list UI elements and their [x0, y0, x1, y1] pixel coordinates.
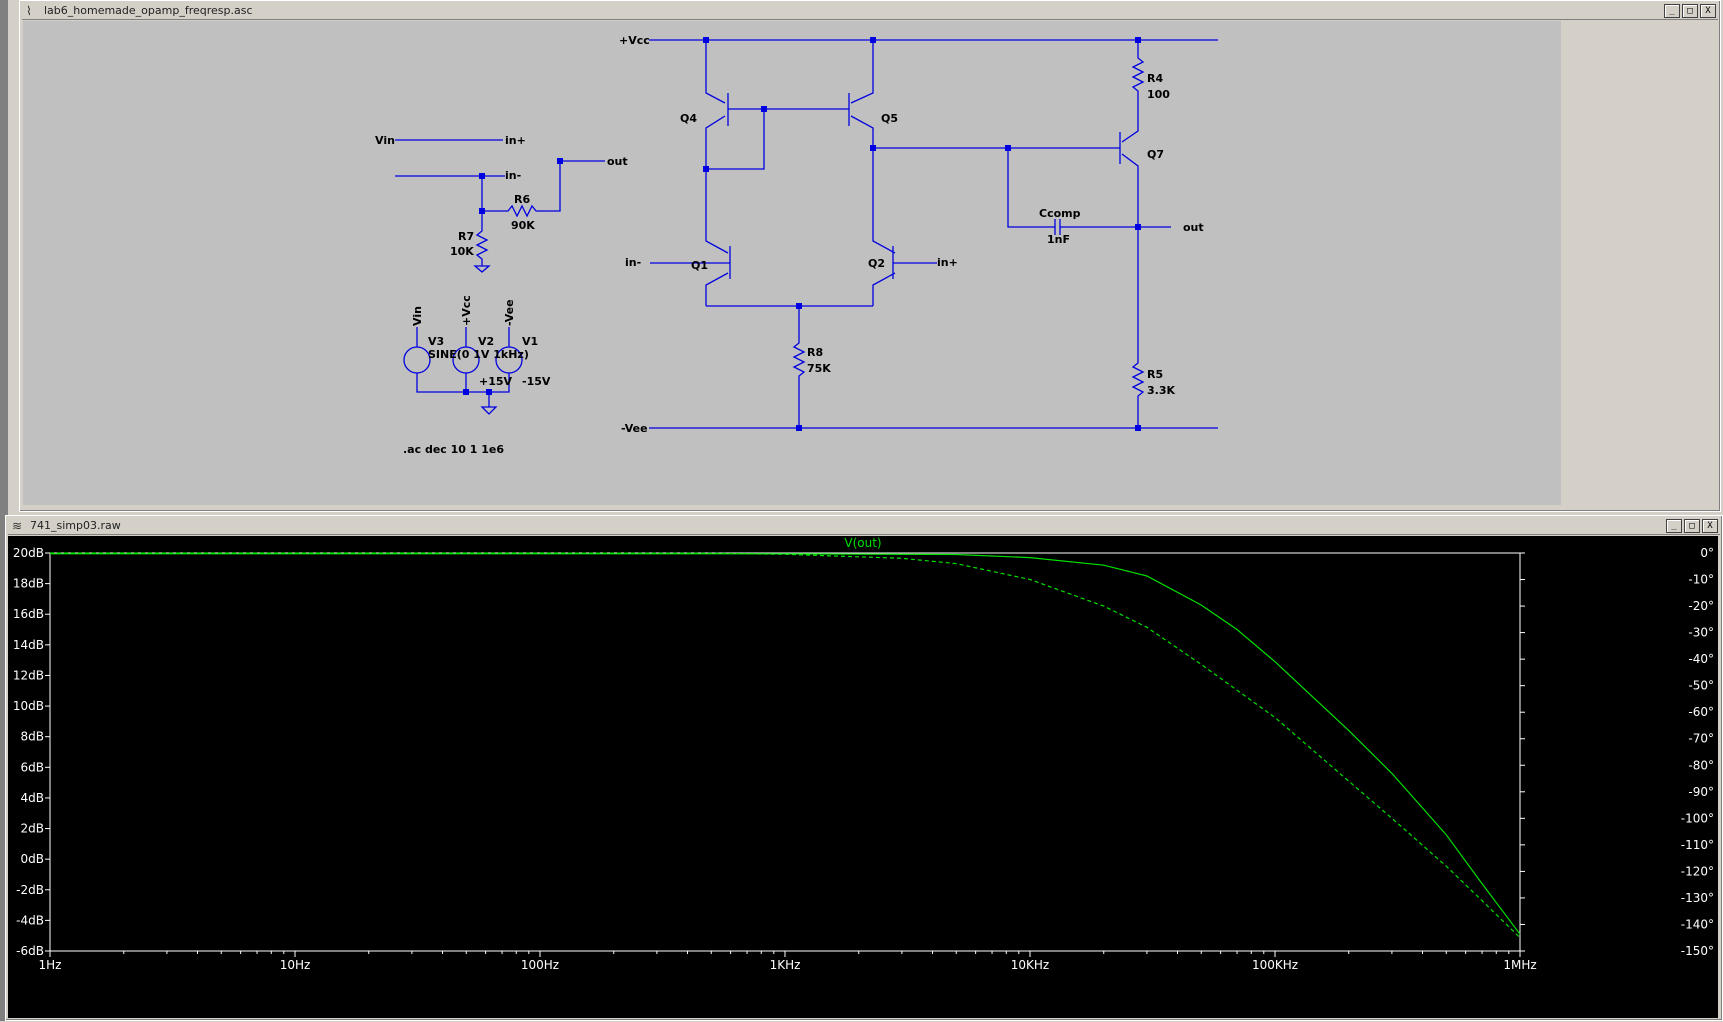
y-right-tick-label: -60°	[1688, 705, 1714, 719]
restore-button[interactable]: □	[1684, 519, 1700, 533]
trace-title[interactable]: V(out)	[844, 536, 881, 550]
q2-inplus-label: in+	[937, 256, 958, 269]
plot-axes: 20dB 18dB 16dB 14dB 12dB 10dB 8dB 6dB 4dB 2dB 0dB -…	[13, 546, 1714, 972]
schematic-window-controls: _ □ X	[1664, 4, 1716, 18]
x-tick-label: 1KHz	[770, 958, 801, 972]
spice-directive: .ac dec 10 1 1e6	[403, 443, 504, 456]
plot-frame	[49, 552, 1521, 952]
net-inminus-label: in-	[505, 169, 521, 182]
y-right-tick-label: -10°	[1688, 573, 1714, 587]
r5-name: R5	[1147, 368, 1163, 381]
y-right-tick-label: -50°	[1688, 679, 1714, 693]
magnitude-trace	[50, 553, 1521, 935]
r4-value: 100	[1147, 88, 1170, 101]
y-left-tick-label: -4dB	[16, 913, 44, 927]
schematic-title: lab6_homemade_opamp_freqresp.asc	[44, 4, 253, 17]
v1-net-label: -Vee	[503, 299, 516, 326]
x-tick-label: 1MHz	[1503, 958, 1536, 972]
y-right-tick-label: -80°	[1688, 758, 1714, 772]
restore-button[interactable]: □	[1682, 4, 1698, 18]
y-left-tick-label: 14dB	[13, 638, 44, 652]
x-tick-label: 100Hz	[521, 958, 559, 972]
v2-net-label: +Vcc	[460, 295, 473, 326]
close-button[interactable]: X	[1700, 4, 1716, 18]
net-inplus-label: in+	[505, 134, 526, 147]
y-left-tick-label: 2dB	[21, 822, 44, 836]
y-left-tick-label: 18dB	[13, 577, 44, 591]
x-tick-label: 10KHz	[1011, 958, 1049, 972]
plot-traces	[50, 552, 1521, 939]
y-right-tick-label: -150°	[1681, 944, 1714, 958]
q1-inminus-label: in-	[625, 256, 641, 269]
y-left-tick-label: 10dB	[13, 699, 44, 713]
y-left-tick-label: 6dB	[21, 760, 44, 774]
y-right-tick-label: -20°	[1688, 599, 1714, 613]
plot-window-controls: _ □ X	[1666, 519, 1718, 533]
net-out-label: out	[607, 155, 628, 168]
minimize-button[interactable]: _	[1666, 519, 1682, 533]
v3-value: SINE(0 1V 1kHz)	[428, 348, 529, 361]
y-left-tick-label: 0dB	[21, 852, 44, 866]
r6-value: 90K	[511, 219, 535, 232]
y-left-tick-label: 20dB	[13, 546, 44, 560]
y-right-tick-label: -30°	[1688, 626, 1714, 640]
r7-value: 10K	[450, 245, 474, 258]
y-left-tick-label: 4dB	[21, 791, 44, 805]
y-left-tick-label: 16dB	[13, 607, 44, 621]
q1-label: Q1	[691, 259, 708, 272]
q7-out-label: out	[1183, 221, 1204, 234]
plot-titlebar[interactable]: ≋ 741_simp03.raw _ □ X	[8, 518, 1720, 535]
y-right-tick-label: -90°	[1688, 785, 1714, 799]
plot-title: 741_simp03.raw	[30, 519, 121, 532]
net-vcc-label: +Vcc	[619, 34, 650, 47]
v3-name: V3	[428, 335, 444, 348]
mdi-left-gap	[8, 0, 16, 1021]
r8-value: 75K	[807, 362, 831, 375]
ccomp-value: 1nF	[1047, 233, 1070, 246]
net-vee-label: -Vee	[621, 422, 648, 435]
q4-label: Q4	[680, 112, 697, 125]
close-button[interactable]: X	[1702, 519, 1718, 533]
v2-name: V2	[478, 335, 494, 348]
y-right-tick-label: 0°	[1700, 546, 1714, 560]
r5-value: 3.3K	[1147, 384, 1175, 397]
r6-name: R6	[514, 193, 530, 206]
v2-value: +15V	[479, 375, 513, 388]
x-tick-label: 10Hz	[280, 958, 311, 972]
schematic-canvas[interactable]: +Vcc -Vee Vin in+ in- out in- in+ out Q4…	[23, 21, 1561, 505]
x-tick-label: 1Hz	[39, 958, 62, 972]
net-vin-label: Vin	[375, 134, 395, 147]
r8-name: R8	[807, 346, 823, 359]
y-right-tick-label: -70°	[1688, 732, 1714, 746]
y-left-tick-label: -6dB	[16, 944, 44, 958]
q5-label: Q5	[881, 112, 898, 125]
phase-trace	[50, 552, 1521, 939]
bode-plot[interactable]: V(out) 20dB 18dB 16dB 14dB 12dB 10dB 8dB 6dB 4dB…	[8, 536, 1718, 1018]
schematic-drawing[interactable]: +Vcc -Vee Vin in+ in- out in- in+ out Q4…	[23, 21, 1561, 505]
y-right-tick-label: -120°	[1681, 864, 1714, 878]
y-right-tick-label: -130°	[1681, 891, 1714, 905]
waveform-icon: ≋	[12, 519, 23, 533]
y-right-tick-label: -110°	[1681, 838, 1714, 852]
y-left-tick-label: 12dB	[13, 668, 44, 682]
minimize-button[interactable]: _	[1664, 4, 1680, 18]
y-right-tick-label: -40°	[1688, 652, 1714, 666]
r4-name: R4	[1147, 72, 1163, 85]
schematic-file-icon: ⌇	[26, 4, 32, 18]
v1-name: V1	[522, 335, 538, 348]
schematic-titlebar[interactable]: ⌇ lab6_homemade_opamp_freqresp.asc _ □ X	[22, 3, 1718, 20]
v3-net-label: Vin	[411, 306, 424, 326]
q7-label: Q7	[1147, 148, 1164, 161]
r7-name: R7	[458, 230, 474, 243]
v1-value: -15V	[522, 375, 551, 388]
ccomp-name: Ccomp	[1039, 207, 1081, 220]
x-tick-label: 100KHz	[1252, 958, 1298, 972]
q2-label: Q2	[868, 257, 885, 270]
y-left-tick-label: -2dB	[16, 883, 44, 897]
mdi-left-border	[0, 0, 8, 1021]
y-right-tick-label: -100°	[1681, 811, 1714, 825]
plot-pane[interactable]: V(out) 20dB 18dB 16dB 14dB 12dB 10dB 8dB 6dB 4dB…	[8, 536, 1718, 1018]
y-right-tick-label: -140°	[1681, 917, 1714, 931]
y-left-tick-label: 8dB	[21, 730, 44, 744]
